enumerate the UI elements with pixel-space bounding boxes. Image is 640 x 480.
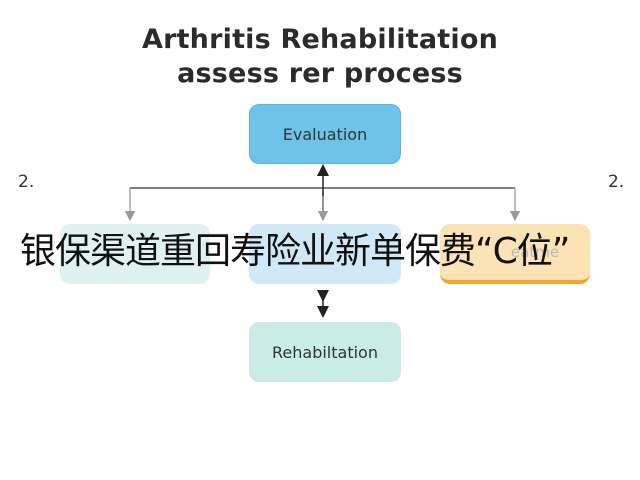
node-treatment-label: eatme [510,243,560,261]
diagram-title-line-1: Arthritis Rehabilitation [141,24,499,55]
node-treatment: eatme [440,224,590,284]
node-evaluation-label: Evaluation [282,124,368,144]
diagram-title-line-2: assess rer process [177,58,463,89]
node-center [249,224,401,284]
left-step-number: 2. [18,172,35,192]
node-left [60,224,210,284]
overlay-headline-text: 银保渠道重回寿险业新单保费“C位” [20,231,570,272]
node-rehabilitation: Rehabiltation [249,322,401,382]
node-evaluation: Evaluation [249,104,401,164]
node-rehabilitation-label: Rehabiltation [272,342,378,362]
right-step-number: 2. [608,172,625,192]
